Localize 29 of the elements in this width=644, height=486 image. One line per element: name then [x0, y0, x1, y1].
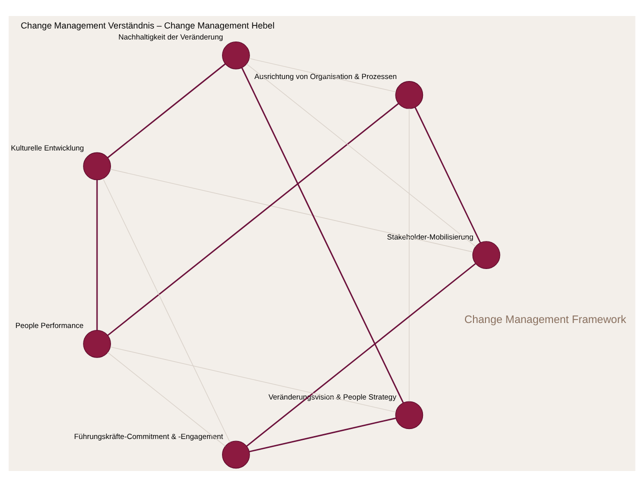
connector [246, 63, 476, 246]
label: Change Management Framework [464, 313, 626, 326]
connector [96, 179, 98, 330]
connector [408, 108, 410, 402]
node-circle [83, 329, 111, 358]
connector [241, 67, 404, 403]
connector [102, 178, 230, 442]
node-label: Stakeholder-Mobilisierung [387, 232, 474, 241]
node-circle [83, 152, 111, 180]
connector [249, 417, 396, 452]
connector [246, 262, 476, 446]
connector [107, 62, 226, 158]
connector [110, 346, 396, 412]
connector [248, 58, 396, 92]
node-label: Führungskräfte-Commitment & -Engagement [74, 431, 224, 440]
node-label: Kulturelle Entwicklung [10, 142, 84, 152]
diagram-title: Change Management Verständnis – Change Management Hebel [20, 20, 275, 30]
node-circle [472, 240, 500, 268]
connector [110, 168, 474, 252]
node-circle [395, 400, 424, 429]
node-label: Nachhaltigkeit der Veränderung [118, 32, 224, 42]
connector [107, 102, 399, 336]
node-circle [222, 40, 250, 69]
connector [414, 106, 481, 243]
connector [107, 352, 226, 446]
node-circle [395, 80, 424, 108]
node-circle [222, 440, 250, 468]
node-label: Ausrichtung von Organisation & Prozessen [254, 72, 397, 81]
node-label: People Performance [15, 320, 84, 330]
